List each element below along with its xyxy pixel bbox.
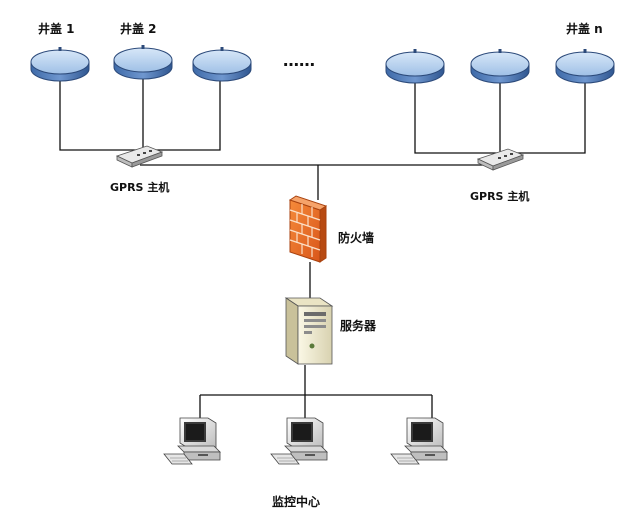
- gprs-host-right-icon: [476, 148, 525, 171]
- manhole-disk-icon: [192, 47, 252, 82]
- manhole-label-1: 井盖 1: [38, 21, 75, 36]
- gprs-host-right-label: GPRS 主机: [470, 189, 529, 203]
- manhole-disk-icon: [385, 49, 445, 84]
- manhole-label-n: 井盖 n: [566, 21, 603, 36]
- computer-icon: [270, 417, 328, 465]
- manhole-disk-icon: [30, 47, 90, 82]
- computer-icon: [163, 417, 221, 465]
- server-icon: [284, 297, 334, 365]
- gprs-host-left-label: GPRS 主机: [110, 180, 169, 194]
- manhole-disk-icon: [555, 49, 615, 84]
- manhole-disks: [30, 45, 615, 84]
- firewall-label: 防火墙: [338, 230, 374, 245]
- server-label: 服务器: [340, 318, 377, 333]
- gprs-host-left-icon: [115, 145, 164, 168]
- monitor-center-label: 监控中心: [272, 494, 320, 509]
- manhole-disk-icon: [470, 49, 530, 84]
- manhole-label-2: 井盖 2: [120, 21, 157, 36]
- monitoring-computers: [163, 417, 448, 465]
- firewall-icon: [288, 195, 328, 263]
- manhole-disk-icon: [113, 45, 173, 80]
- left-disk-wires: [59, 78, 221, 151]
- computer-icon: [390, 417, 448, 465]
- ellipsis-text: ……: [283, 51, 315, 70]
